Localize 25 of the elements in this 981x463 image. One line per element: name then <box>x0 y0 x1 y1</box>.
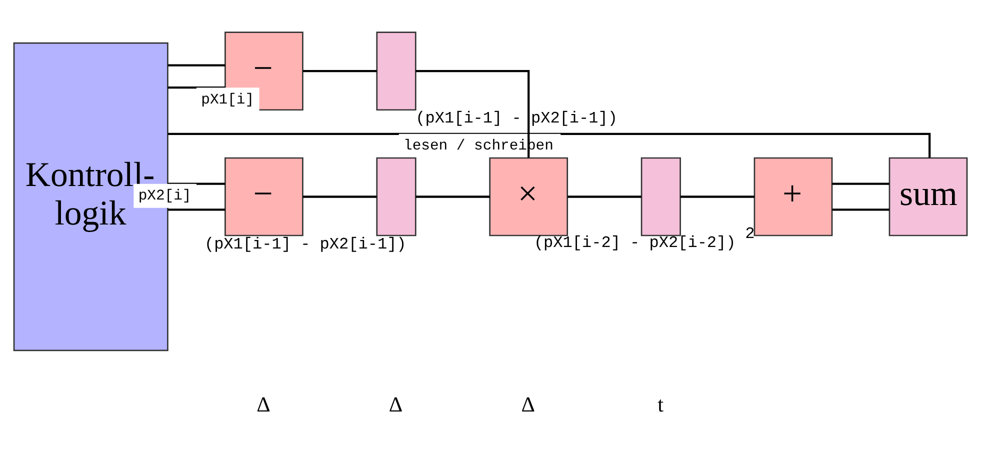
node-box: − <box>224 157 304 236</box>
node-label: (pX1[i-1] - pX2[i-1]) <box>204 235 406 254</box>
label: Δ <box>388 392 403 417</box>
connector <box>168 86 226 89</box>
connector <box>416 70 530 158</box>
connector <box>416 196 490 198</box>
connector <box>680 196 754 198</box>
connector <box>168 208 226 211</box>
connector <box>168 182 226 185</box>
node-box <box>640 157 681 236</box>
node-box <box>376 157 416 236</box>
node-box <box>376 32 416 111</box>
node-box: + <box>754 157 833 236</box>
node-box: sum <box>888 157 968 236</box>
connector <box>302 196 377 198</box>
connector <box>168 64 226 66</box>
label: t <box>658 392 664 417</box>
label: Δ <box>521 392 535 417</box>
connector <box>832 182 890 185</box>
connector <box>832 208 890 211</box>
label: Δ <box>256 392 270 417</box>
connector <box>302 70 377 72</box>
node-box: × <box>489 157 568 236</box>
node-label: (pX1[i-1] - pX2[i-1]) <box>416 110 618 128</box>
connector <box>568 196 642 198</box>
